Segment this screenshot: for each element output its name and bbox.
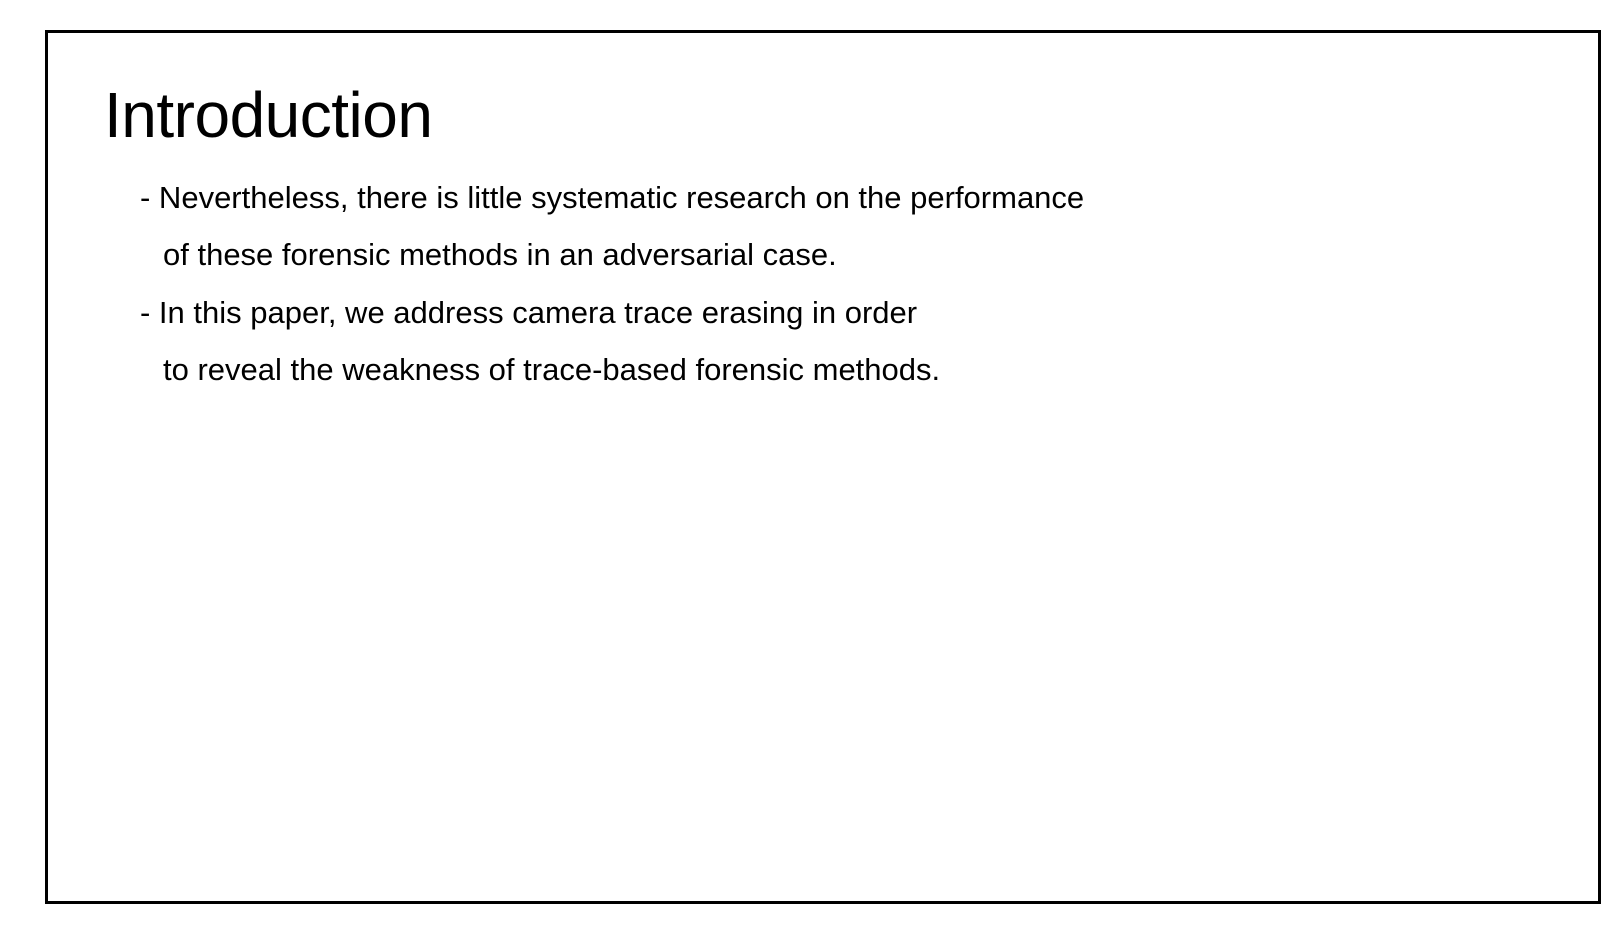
- bullet-item: - Nevertheless, there is little systemat…: [140, 169, 1084, 283]
- bullet-item: - In this paper, we address camera trace…: [140, 284, 1084, 398]
- slide-title: Introduction: [104, 79, 433, 151]
- bullet-line: - In this paper, we address camera trace…: [140, 295, 918, 330]
- bullet-line-continuation: of these forensic methods in an adversar…: [163, 237, 837, 272]
- slide-frame: Introduction - Nevertheless, there is li…: [45, 30, 1601, 904]
- bullet-line-continuation: to reveal the weakness of trace-based fo…: [163, 352, 941, 387]
- bullet-list: - Nevertheless, there is little systemat…: [140, 169, 1084, 399]
- bullet-line: - Nevertheless, there is little systemat…: [140, 180, 1085, 215]
